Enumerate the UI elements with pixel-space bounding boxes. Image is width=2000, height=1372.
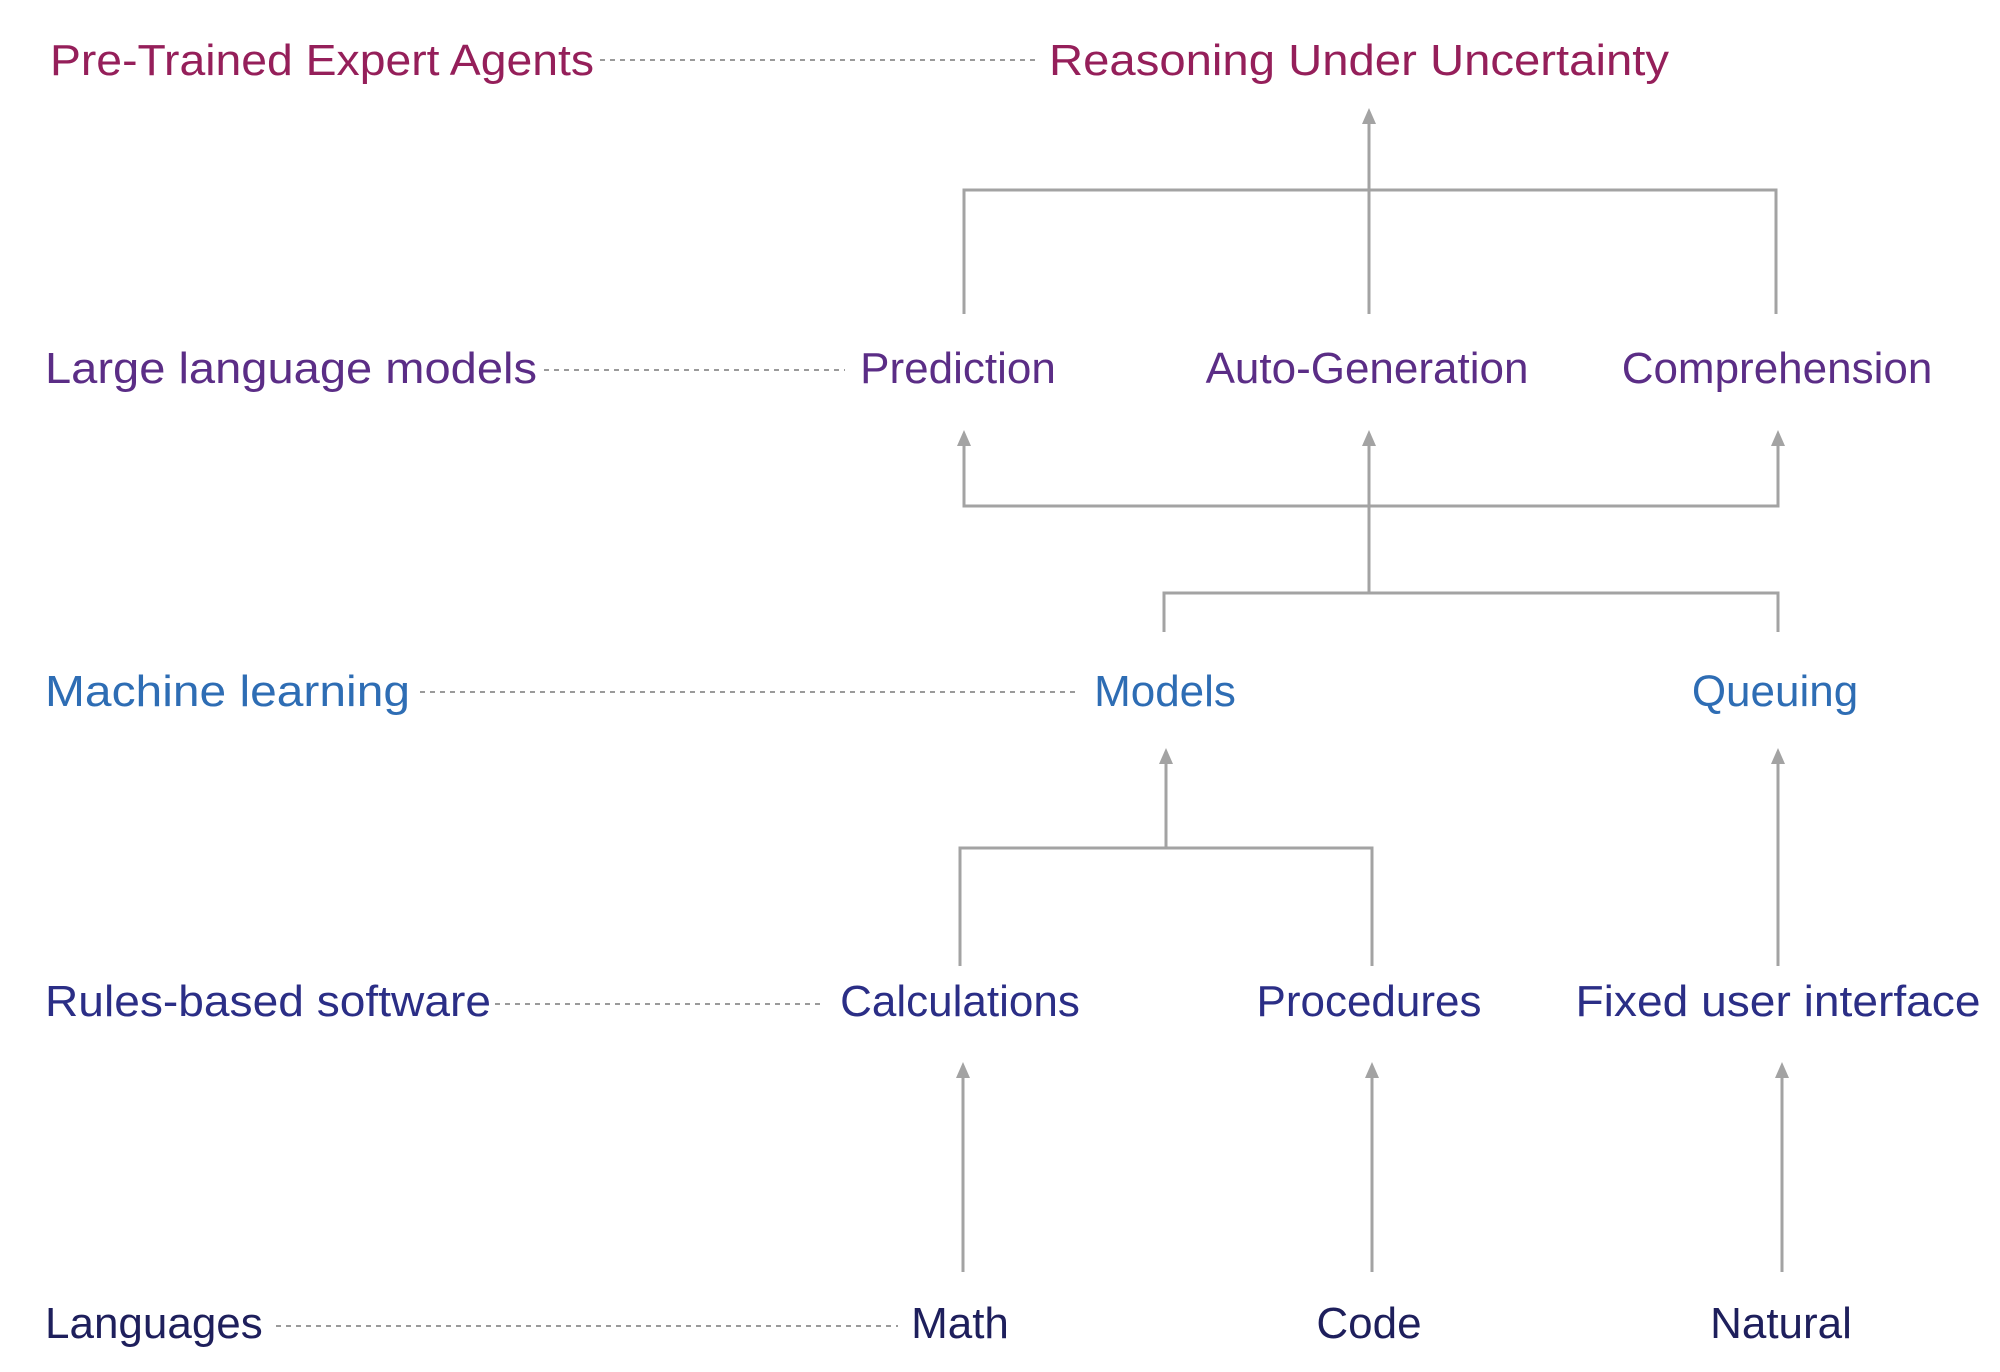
arrowhead-auto-generation <box>1362 430 1376 446</box>
node-procedures: Procedures <box>1256 977 1481 1026</box>
arrowhead-calculations <box>956 1062 970 1078</box>
node-math: Math <box>911 1299 1009 1348</box>
node-comprehension: Comprehension <box>1622 344 1933 393</box>
node-auto-generation: Auto-Generation <box>1206 344 1529 393</box>
arrowhead-prediction <box>957 430 971 446</box>
category-pretrained-expert-agents: Pre-Trained Expert Agents <box>50 36 594 85</box>
arrowhead-fixed-ui <box>1775 1062 1789 1078</box>
bracket-llm-distribution <box>962 446 1780 508</box>
node-fixed-user-interface: Fixed user interface <box>1576 977 1981 1026</box>
node-reasoning-under-uncertainty: Reasoning Under Uncertainty <box>1049 36 1669 85</box>
node-prediction: Prediction <box>860 344 1056 393</box>
node-natural: Natural <box>1710 1299 1852 1348</box>
arrowhead-models <box>1159 748 1173 764</box>
node-queuing: Queuing <box>1692 667 1858 716</box>
arrowhead-queuing <box>1771 748 1785 764</box>
bracket-calculations-procedures <box>958 846 1374 966</box>
category-languages: Languages <box>45 1299 263 1348</box>
category-large-language-models: Large language models <box>45 344 537 393</box>
arrowhead-comprehension <box>1771 430 1785 446</box>
node-code: Code <box>1316 1299 1421 1348</box>
node-calculations: Calculations <box>840 977 1080 1026</box>
arrowhead-procedures <box>1365 1062 1379 1078</box>
node-models: Models <box>1094 667 1236 716</box>
category-machine-learning: Machine learning <box>45 667 410 716</box>
bracket-models-queuing <box>1162 591 1780 632</box>
arrowhead-reasoning <box>1362 108 1376 124</box>
category-rules-based-software: Rules-based software <box>45 977 491 1026</box>
